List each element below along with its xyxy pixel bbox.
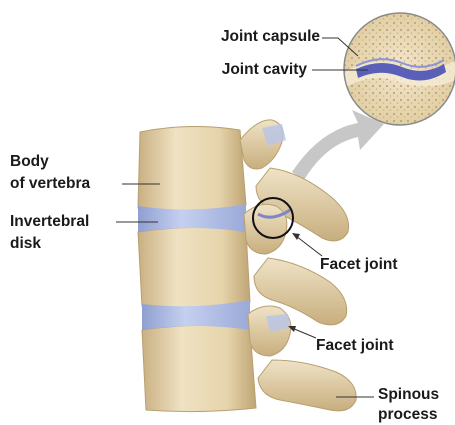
- magnified-joint: [344, 13, 455, 125]
- spinous-process-bottom: [258, 360, 356, 411]
- vertebra-body-bottom: [142, 325, 256, 411]
- vertebra-body-middle: [138, 227, 250, 307]
- vertebral-bodies: [138, 126, 256, 411]
- label-facet-joint-lower: Facet joint: [316, 336, 394, 355]
- leader-facet-upper: [296, 236, 322, 256]
- label-joint-cavity: Joint cavity: [222, 60, 307, 79]
- label-intervertebral-disk-line2: disk: [10, 234, 41, 253]
- vertebra-body-top: [138, 126, 246, 210]
- label-spinous-process-line1: Spinous: [378, 385, 439, 404]
- label-joint-capsule: Joint capsule: [221, 27, 320, 46]
- arrowhead-facet-upper: [292, 233, 300, 240]
- label-intervertebral-disk-line1: Invertebral: [10, 212, 89, 231]
- label-spinous-process-line2: process: [378, 405, 437, 424]
- label-body-of-vertebra-line1: Body: [10, 152, 49, 171]
- leader-facet-lower: [292, 328, 316, 338]
- magnify-arrow: [292, 110, 384, 180]
- label-body-of-vertebra-line2: of vertebra: [10, 174, 90, 193]
- label-facet-joint-upper: Facet joint: [320, 255, 398, 274]
